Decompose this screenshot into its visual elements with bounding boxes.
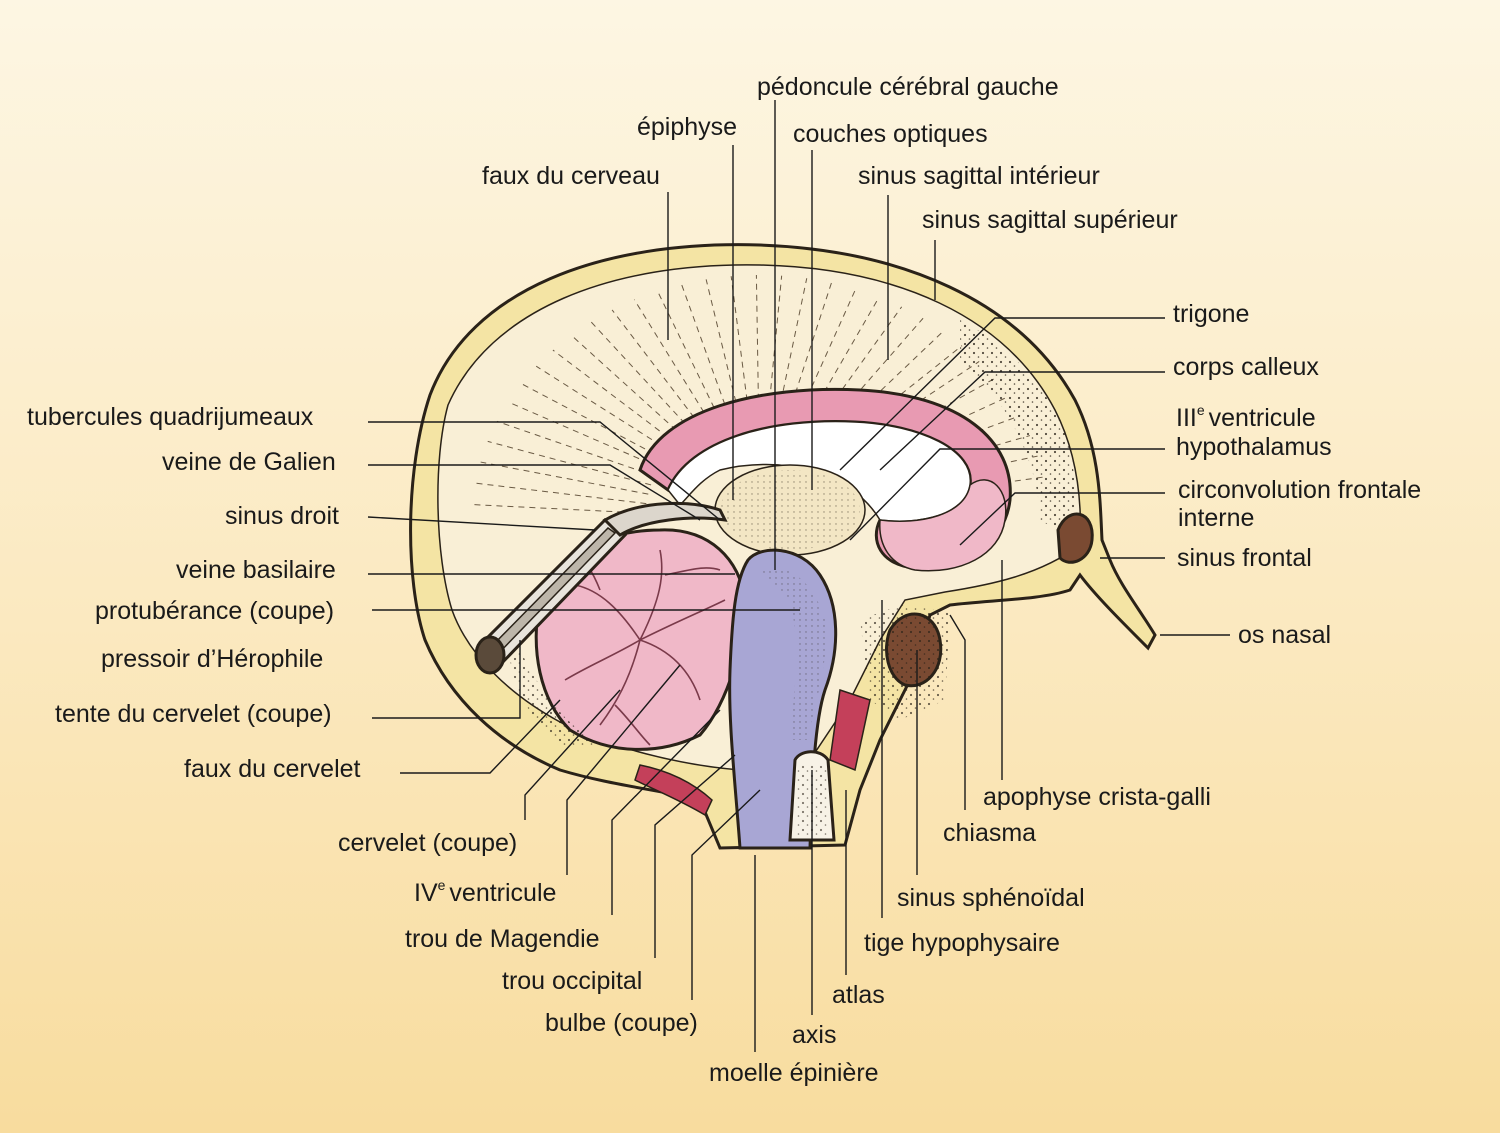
label-circonvolution-2: interne [1178,504,1254,532]
label-epiphyse: épiphyse [637,113,737,141]
label-veine-galien: veine de Galien [162,448,336,476]
label-moelle: moelle épinière [709,1059,879,1087]
axis-stipple [795,765,827,837]
muscle-anterior [829,689,871,772]
label-tige: tige hypophysaire [864,929,1060,957]
label-atlas: atlas [832,981,885,1009]
frontal-sinus [1056,512,1094,564]
frontal-gyrus [879,479,1007,572]
tentorium [510,650,600,745]
brainstem-stipple [760,567,827,740]
label-axis: axis [792,1021,836,1049]
label-cervelet: cervelet (coupe) [338,829,517,857]
label-faux-cerveau: faux du cerveau [482,162,660,190]
label-corps-calleux: corps calleux [1173,353,1319,381]
label-magendie: trou de Magendie [405,925,600,953]
label-veine-basilaire: veine basilaire [176,556,336,584]
label-chiasma: chiasma [943,819,1036,847]
label-couches-optiques: couches optiques [793,120,988,148]
frontal-diploe [960,320,1077,540]
thalamus-stipple [720,470,860,550]
label-pedoncule: pédoncule cérébral gauche [757,73,1059,101]
label-hypothalamus: hypothalamus [1176,433,1332,461]
label-tubercules: tubercules quadrijumeaux [27,403,314,431]
label-sinus-sagittal-sup: sinus sagittal supérieur [922,206,1178,234]
label-occipital: trou occipital [502,967,642,995]
label-sinus-sagittal-int: sinus sagittal intérieur [858,162,1100,190]
label-trigone: trigone [1173,300,1249,328]
label-protuberance: protubérance (coupe) [95,597,334,625]
label-crista-galli: apophyse crista-galli [983,783,1211,811]
leader-lines [367,100,1230,1052]
label-faux-cervelet: faux du cervelet [184,755,361,783]
label-sinus-frontal: sinus frontal [1177,544,1312,572]
label-pressoir: pressoir d’Hérophile [101,645,323,673]
label-sinus-sphenoidal: sinus sphénoïdal [897,884,1085,912]
label-sinus-droit: sinus droit [225,502,339,530]
label-os-nasal: os nasal [1238,621,1331,649]
label-bulbe: bulbe (coupe) [545,1009,698,1037]
sinus-opening [474,635,506,675]
label-tente: tente du cervelet (coupe) [55,700,332,728]
label-circonvolution-1: circonvolution frontale [1178,476,1421,504]
galen-vein [602,501,728,537]
